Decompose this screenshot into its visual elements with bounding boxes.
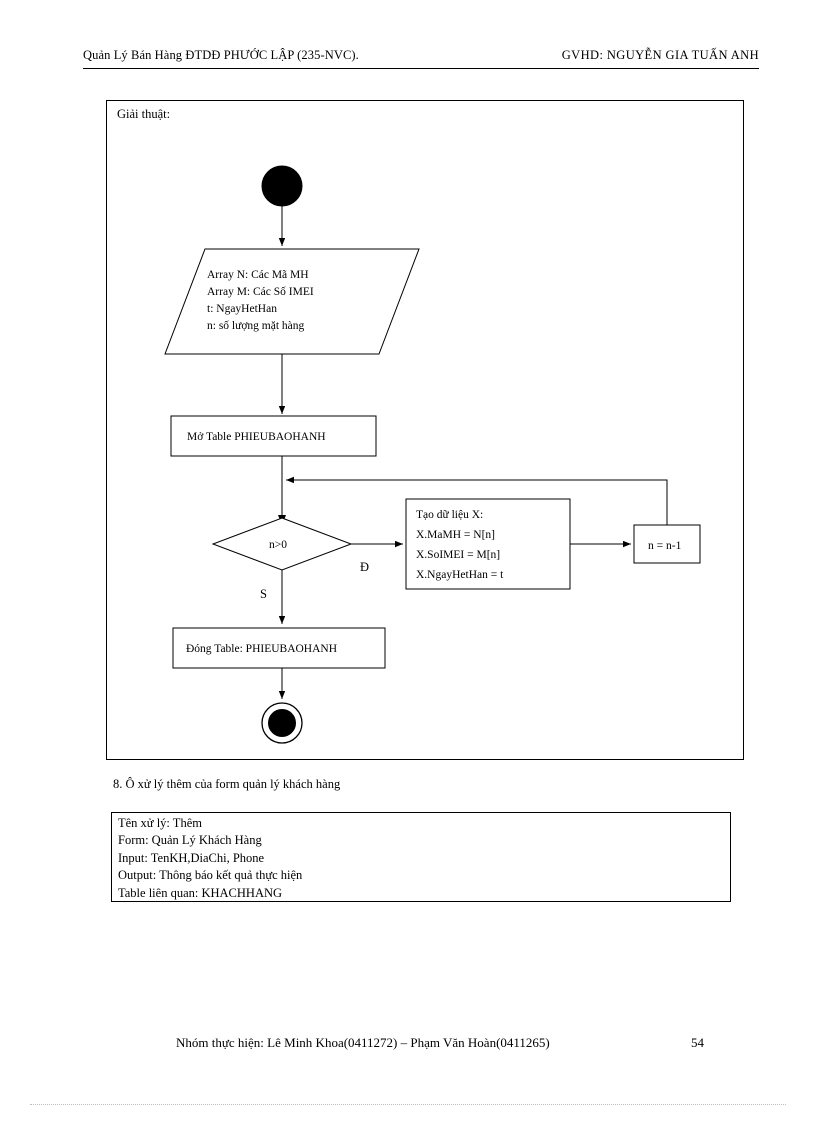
spec-row-output: Output: Thông báo kết quả thực hiện: [118, 868, 303, 883]
page-bottom-rule: [30, 1104, 786, 1105]
decision-label: n>0: [269, 539, 287, 551]
open-table-box: [170, 415, 377, 457]
process-box: [405, 498, 571, 590]
close-table-box: [172, 627, 386, 669]
process-line-2: X.MaMH = N[n]: [416, 529, 495, 541]
process-line-4: X.NgayHetHan = t: [416, 569, 504, 581]
header-left-title: Quản Lý Bán Hàng ĐTDĐ PHƯỚC LẬP (235-NVC…: [83, 48, 359, 62]
input-parallelogram: [164, 248, 420, 355]
close-table-label: Đóng Table: PHIEUBAOHANH: [186, 643, 337, 655]
input-line-4: n: số lượng mặt hàng: [207, 319, 305, 332]
algorithm-label: Giải thuật:: [117, 107, 171, 121]
input-line-3: t: NgayHetHan: [207, 303, 277, 315]
input-line-1: Array N: Các Mã MH: [207, 269, 309, 281]
spec-row-table: Table liên quan: KHACHHANG: [118, 885, 283, 900]
branch-label-true: Đ: [360, 560, 369, 574]
footer-authors: Nhóm thực hiện: Lê Minh Khoa(0411272) – …: [176, 1035, 550, 1050]
decrement-label: n = n-1: [648, 540, 682, 552]
section-caption: 8. Ô xử lý thêm của form quản lý khách h…: [113, 777, 341, 791]
connector-loop-back: [286, 476, 668, 525]
input-line-2: Array M: Các Số IMEI: [207, 285, 314, 298]
footer-page-number: 54: [691, 1035, 704, 1050]
spec-row-name: Tên xử lý: Thêm: [118, 816, 202, 830]
flowchart-diagram: Array N: Các Mã MH Array M: Các Số IMEI …: [164, 165, 701, 744]
spec-row-input: Input: TenKH,DiaChi, Phone: [118, 850, 265, 865]
process-line-1: Tạo dữ liệu X:: [416, 509, 483, 521]
open-table-label: Mở Table PHIEUBAOHANH: [187, 431, 326, 443]
end-node: [268, 709, 296, 737]
algorithm-frame: Giải thuật: Array N: Các Mã MH Array M: …: [106, 100, 744, 760]
branch-label-false: S: [260, 587, 267, 601]
spec-row-form: Form: Quản Lý Khách Hàng: [118, 833, 262, 848]
spec-table: Tên xử lý: Thêm Form: Quản Lý Khách Hàng…: [111, 812, 731, 902]
page-footer: Nhóm thực hiện: Lê Minh Khoa(0411272) – …: [176, 1035, 736, 1057]
process-line-3: X.SoIMEI = M[n]: [416, 549, 500, 561]
header-underline: [83, 68, 759, 69]
start-node: [261, 165, 303, 207]
running-header: Quản Lý Bán Hàng ĐTDĐ PHƯỚC LẬP (235-NVC…: [83, 48, 759, 70]
header-right-advisor: GVHD: NGUYỄN GIA TUẤN ANH: [561, 48, 759, 62]
